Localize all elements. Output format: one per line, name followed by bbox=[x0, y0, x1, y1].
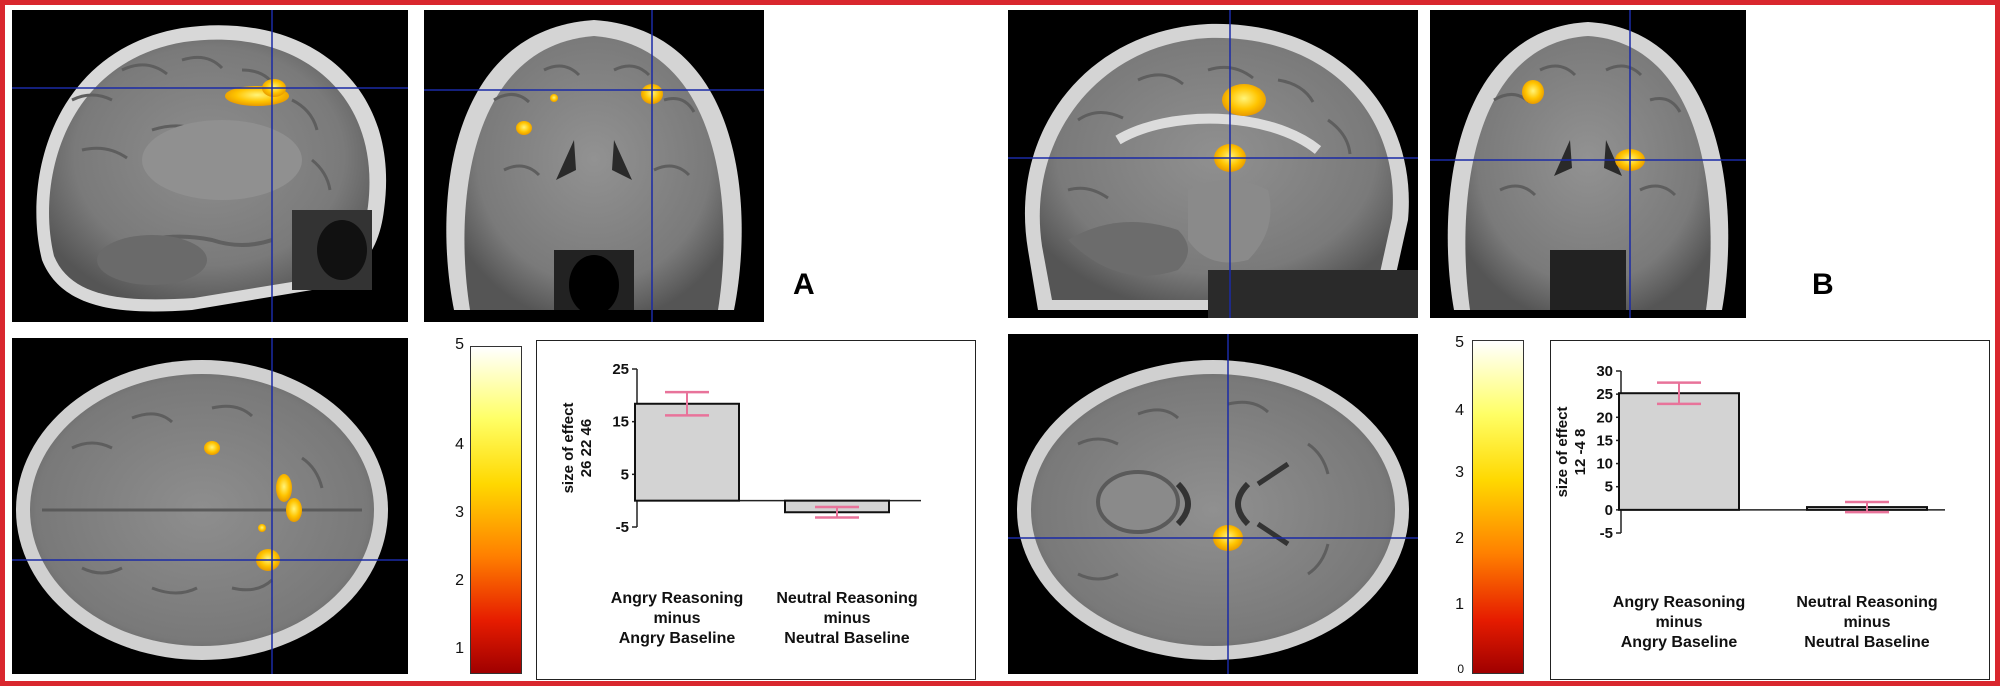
panel-label-a: A bbox=[793, 268, 815, 301]
y-tick-label: -5 bbox=[616, 519, 629, 536]
colorbar-a-tick: 5 bbox=[455, 336, 464, 353]
x-category-label: Angry Reasoning bbox=[1613, 594, 1745, 611]
colorbar-b-tick: 0 bbox=[1457, 662, 1464, 676]
y-tick-label: 5 bbox=[1605, 479, 1613, 496]
coronal-scan-b bbox=[1430, 10, 1746, 318]
y-axis-label: size of effect bbox=[1554, 407, 1571, 498]
colorbar-a-tick: 1 bbox=[455, 640, 464, 657]
colorbar-b-tick: 1 bbox=[1455, 596, 1464, 613]
x-category-label: Neutral Reasoning bbox=[776, 590, 917, 607]
colorbar-b-tick: 4 bbox=[1455, 402, 1464, 419]
y-tick-label: 25 bbox=[612, 361, 629, 378]
y-axis-label: size of effect bbox=[560, 403, 577, 494]
y-tick-label: -5 bbox=[1600, 525, 1613, 542]
sagittal-scan-b bbox=[1008, 10, 1418, 318]
y-tick-label: 10 bbox=[1596, 456, 1613, 473]
colorbar-a-tick: 3 bbox=[455, 504, 464, 521]
bar bbox=[1618, 392, 1740, 511]
y-tick-label: 30 bbox=[1596, 363, 1613, 380]
y-tick-label: 15 bbox=[612, 414, 629, 431]
colorbar-a bbox=[470, 346, 522, 674]
x-category-label: minus bbox=[1655, 614, 1702, 631]
x-category-label: Neutral Baseline bbox=[784, 630, 909, 647]
y-tick-label: 5 bbox=[621, 466, 629, 483]
axial-scan-b bbox=[1008, 334, 1418, 674]
colorbar-b-tick: 5 bbox=[1455, 334, 1464, 351]
x-category-label: minus bbox=[653, 610, 700, 627]
axial-scan-a bbox=[12, 338, 408, 674]
colorbar-a-tick: 2 bbox=[455, 572, 464, 589]
y-tick-label: 0 bbox=[1605, 502, 1613, 519]
y-tick-label: 20 bbox=[1596, 409, 1613, 426]
x-category-label: Neutral Reasoning bbox=[1796, 594, 1937, 611]
sagittal-scan-a bbox=[12, 10, 408, 322]
colorbar-b-tick: 3 bbox=[1455, 464, 1464, 481]
x-category-label: Angry Reasoning bbox=[611, 590, 743, 607]
colorbar-b bbox=[1472, 340, 1524, 674]
bar bbox=[634, 402, 740, 502]
y-tick-label: 25 bbox=[1596, 386, 1613, 403]
x-category-label: Neutral Baseline bbox=[1804, 634, 1929, 651]
x-category-label: minus bbox=[1843, 614, 1890, 631]
colorbar-a-tick: 4 bbox=[455, 436, 464, 453]
y-axis-label-extra: 12 -4 8 bbox=[1572, 429, 1589, 476]
colorbar-b-tick: 2 bbox=[1455, 530, 1464, 547]
panel-label-b: B bbox=[1812, 268, 1834, 301]
x-category-label: minus bbox=[823, 610, 870, 627]
coronal-scan-a bbox=[424, 10, 764, 322]
x-category-label: Angry Baseline bbox=[619, 630, 736, 647]
x-category-label: Angry Baseline bbox=[1621, 634, 1738, 651]
y-tick-label: 15 bbox=[1596, 432, 1613, 449]
y-axis-label-extra: 26 22 46 bbox=[578, 419, 595, 477]
